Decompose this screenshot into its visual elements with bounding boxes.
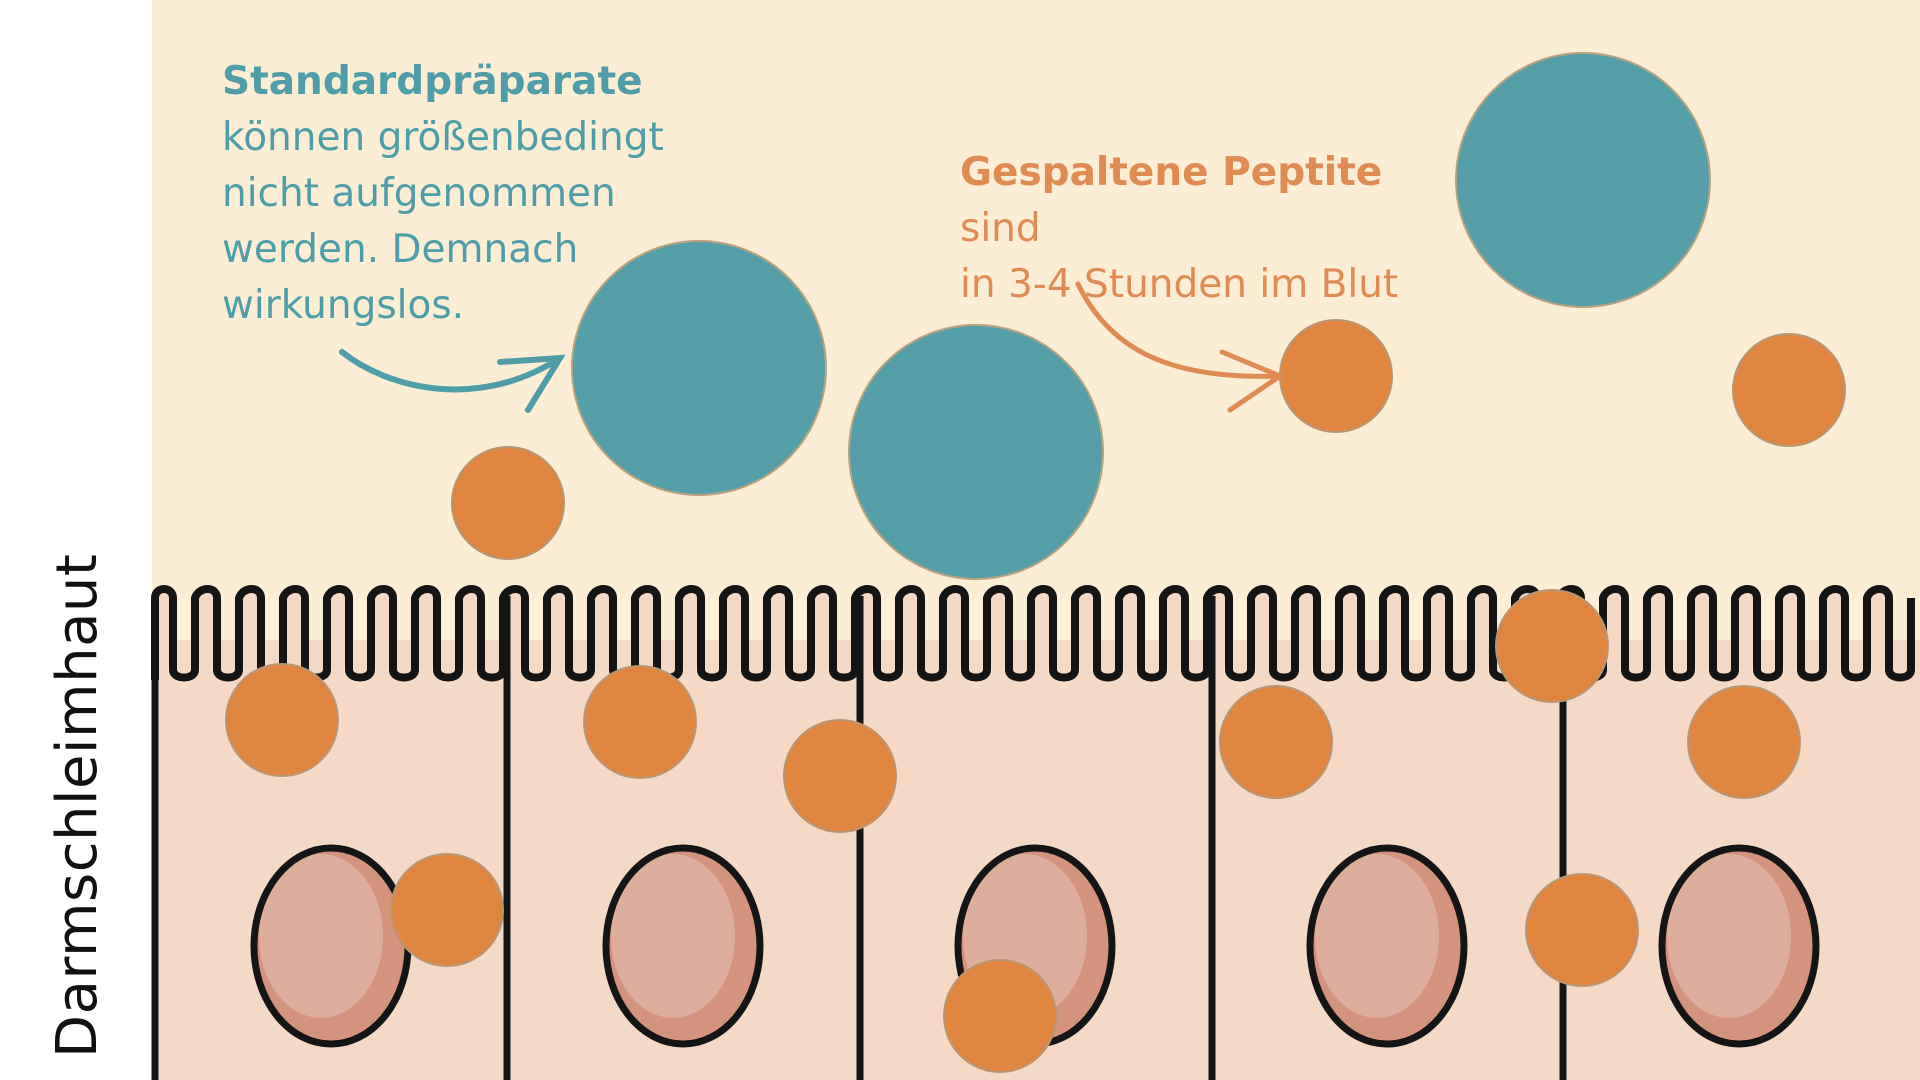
large-molecule [848, 324, 1104, 580]
peptides [225, 319, 1846, 1073]
large-molecules [571, 52, 1711, 580]
note-line: können größenbedingt [222, 115, 664, 160]
peptides-note: Gespaltene Peptite sind in 3-4 Stunden i… [960, 145, 1460, 313]
note-line: wirkungslos. [222, 283, 465, 328]
arrow-curved-icon [1075, 281, 1286, 413]
nucleus [1306, 844, 1468, 1048]
peptide [1279, 319, 1393, 433]
large-molecule [571, 240, 827, 496]
peptide [1732, 333, 1846, 447]
peptide [390, 853, 504, 967]
nucleus [602, 844, 764, 1048]
standard-preparations-note: Standardpräparate können größenbedingt n… [222, 54, 682, 334]
peptides-title: Gespaltene Peptite [960, 150, 1383, 195]
peptide [943, 959, 1057, 1073]
villi-fill [155, 589, 1920, 700]
mucosa-label: Darmschleimhaut [45, 553, 110, 1058]
peptide [1525, 873, 1639, 987]
nucleus [250, 844, 412, 1048]
peptide [1495, 589, 1609, 703]
arrow-curved-icon [339, 349, 566, 413]
nucleus [1658, 844, 1820, 1048]
peptide [1687, 685, 1801, 799]
peptide [783, 719, 897, 833]
note-line: in 3-4 Stunden im Blut [960, 262, 1399, 307]
peptide [225, 663, 339, 777]
peptide [451, 446, 565, 560]
note-line: werden. Demnach [222, 227, 579, 272]
standard-preparations-title: Standardpräparate [222, 59, 643, 104]
peptide [583, 665, 697, 779]
villi-border [151, 585, 1915, 682]
note-line: nicht aufgenommen [222, 171, 616, 216]
peptide [1219, 685, 1333, 799]
note-line: sind [960, 206, 1041, 251]
large-molecule [1455, 52, 1711, 308]
